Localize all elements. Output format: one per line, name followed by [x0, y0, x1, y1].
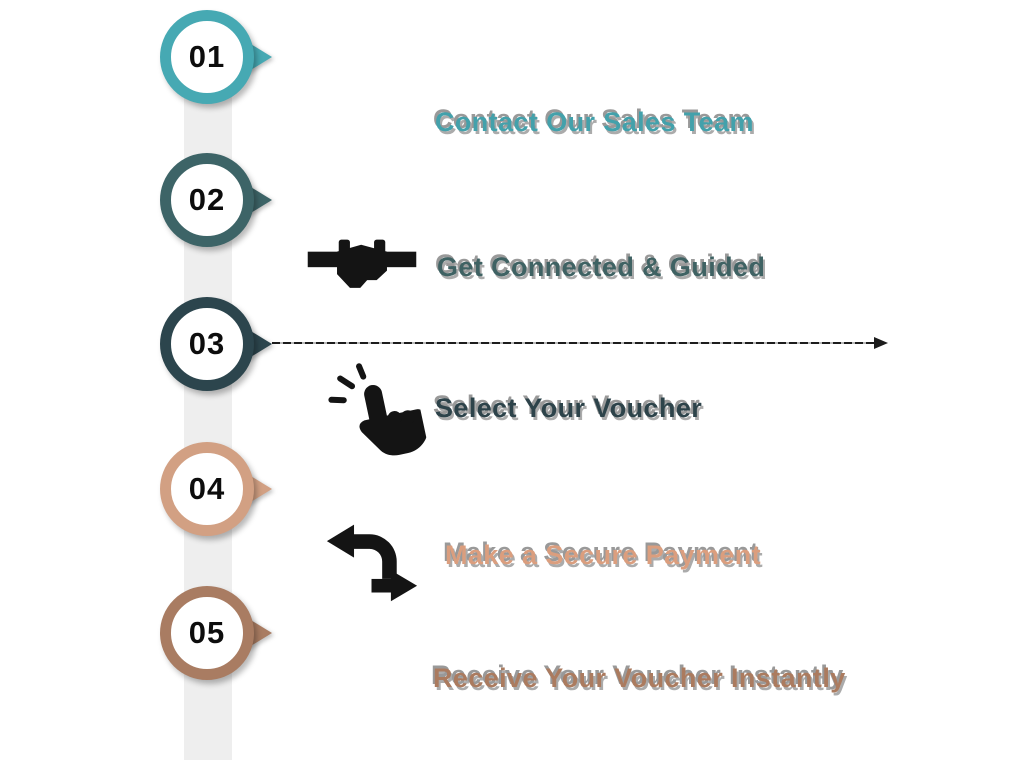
step-number: 01	[188, 39, 226, 74]
step-number: 05	[188, 615, 226, 650]
step-number: 02	[188, 182, 226, 217]
tap-click-icon	[320, 352, 430, 473]
step-pin: 03	[160, 297, 272, 391]
pin-circle: 02	[160, 153, 254, 247]
step-pin: 05	[160, 586, 272, 680]
pin-circle: 04	[160, 442, 254, 536]
step3-connector-line	[272, 337, 888, 349]
pin-circle: 01	[160, 10, 254, 104]
step-pin: 01	[160, 10, 272, 104]
step-label: Make a Secure Payment	[445, 540, 762, 570]
step-pin: 04	[160, 442, 272, 536]
handshake-icon	[306, 231, 418, 298]
step-label: Get Connected & Guided	[437, 252, 766, 282]
step-number: 04	[188, 471, 226, 506]
step-pin: 02	[160, 153, 272, 247]
step-label: Select Your Voucher	[435, 393, 703, 423]
step-label: Receive Your Voucher Instantly	[433, 663, 846, 693]
money-transfer-icon	[323, 512, 420, 609]
pin-circle: 03	[160, 297, 254, 391]
arrowhead-icon	[874, 337, 888, 349]
step-number: 03	[188, 326, 226, 361]
step-label: Contact Our Sales Team	[435, 107, 754, 137]
pin-circle: 05	[160, 586, 254, 680]
